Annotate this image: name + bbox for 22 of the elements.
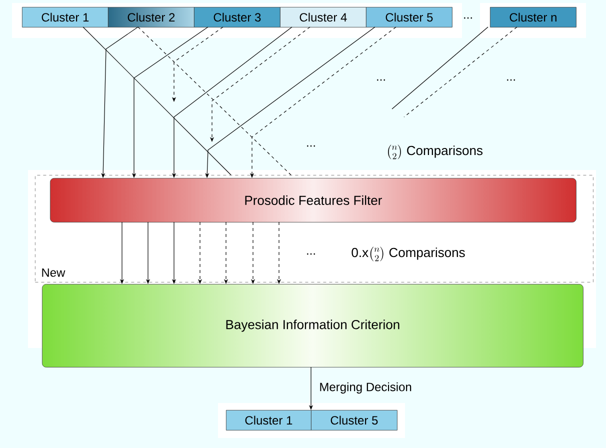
- ellipsis: ...: [377, 79, 385, 81]
- cluster-box: Cluster 3: [194, 7, 280, 28]
- criterion-box: Bayesian Information Criterion: [42, 284, 584, 368]
- cluster-box: Cluster 1: [22, 7, 108, 28]
- connector-line: [138, 26, 292, 176]
- cluster-box: Cluster 2: [108, 7, 194, 28]
- edge-label: Merging Decision: [318, 381, 413, 395]
- cluster-box: Cluster 4: [280, 7, 366, 28]
- comparison-count: $\binom{n}{2}\ \text{Comparisons}$: [388, 144, 482, 160]
- ellipsis: ...: [307, 145, 315, 147]
- ellipsis: ...: [507, 79, 515, 81]
- connector-line: [404, 26, 518, 118]
- comparison-count: $\text{0.x}\binom{n}{2}\ \text{Comparisons}$: [352, 246, 465, 262]
- cluster-box: Cluster 5: [366, 7, 452, 28]
- connector-line: [82, 26, 232, 176]
- filter-box: Prosodic Features Filter: [50, 178, 576, 222]
- ellipsis: ...: [464, 17, 472, 19]
- cluster-box: Cluster n: [490, 7, 576, 28]
- cluster-box: Cluster 5: [311, 410, 398, 430]
- connector-line: [392, 26, 488, 110]
- cluster-box: Cluster 1: [226, 410, 312, 430]
- ellipsis: ...: [307, 253, 315, 255]
